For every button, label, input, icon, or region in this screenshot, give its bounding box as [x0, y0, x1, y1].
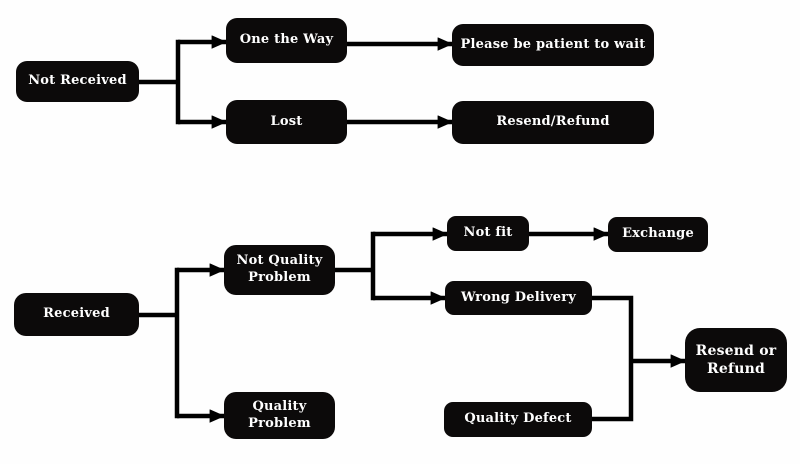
- node-wrong-delivery: Wrong Delivery: [445, 281, 592, 315]
- node-lost: Lost: [226, 100, 347, 144]
- node-not-quality-problem: Not Quality Problem: [224, 245, 335, 295]
- node-quality-defect: Quality Defect: [444, 402, 592, 437]
- node-please-be-patient: Please be patient to wait: [452, 24, 654, 66]
- connector-not-received-trunk: [136, 39, 181, 125]
- node-resend-slash-refund: Resend/Refund: [452, 101, 654, 144]
- node-exchange: Exchange: [608, 217, 708, 252]
- node-quality-problem: Quality Problem: [224, 392, 335, 439]
- node-resend-or-refund: Resend or Refund: [685, 328, 787, 392]
- node-one-the-way: One the Way: [226, 18, 347, 63]
- node-not-received: Not Received: [16, 61, 139, 102]
- connector-merge-trunk: [589, 295, 634, 422]
- connector-received-trunk: [136, 267, 180, 419]
- node-not-fit: Not fit: [447, 216, 529, 251]
- connector-not-quality-problem-trunk: [332, 231, 376, 301]
- node-received: Received: [14, 293, 139, 336]
